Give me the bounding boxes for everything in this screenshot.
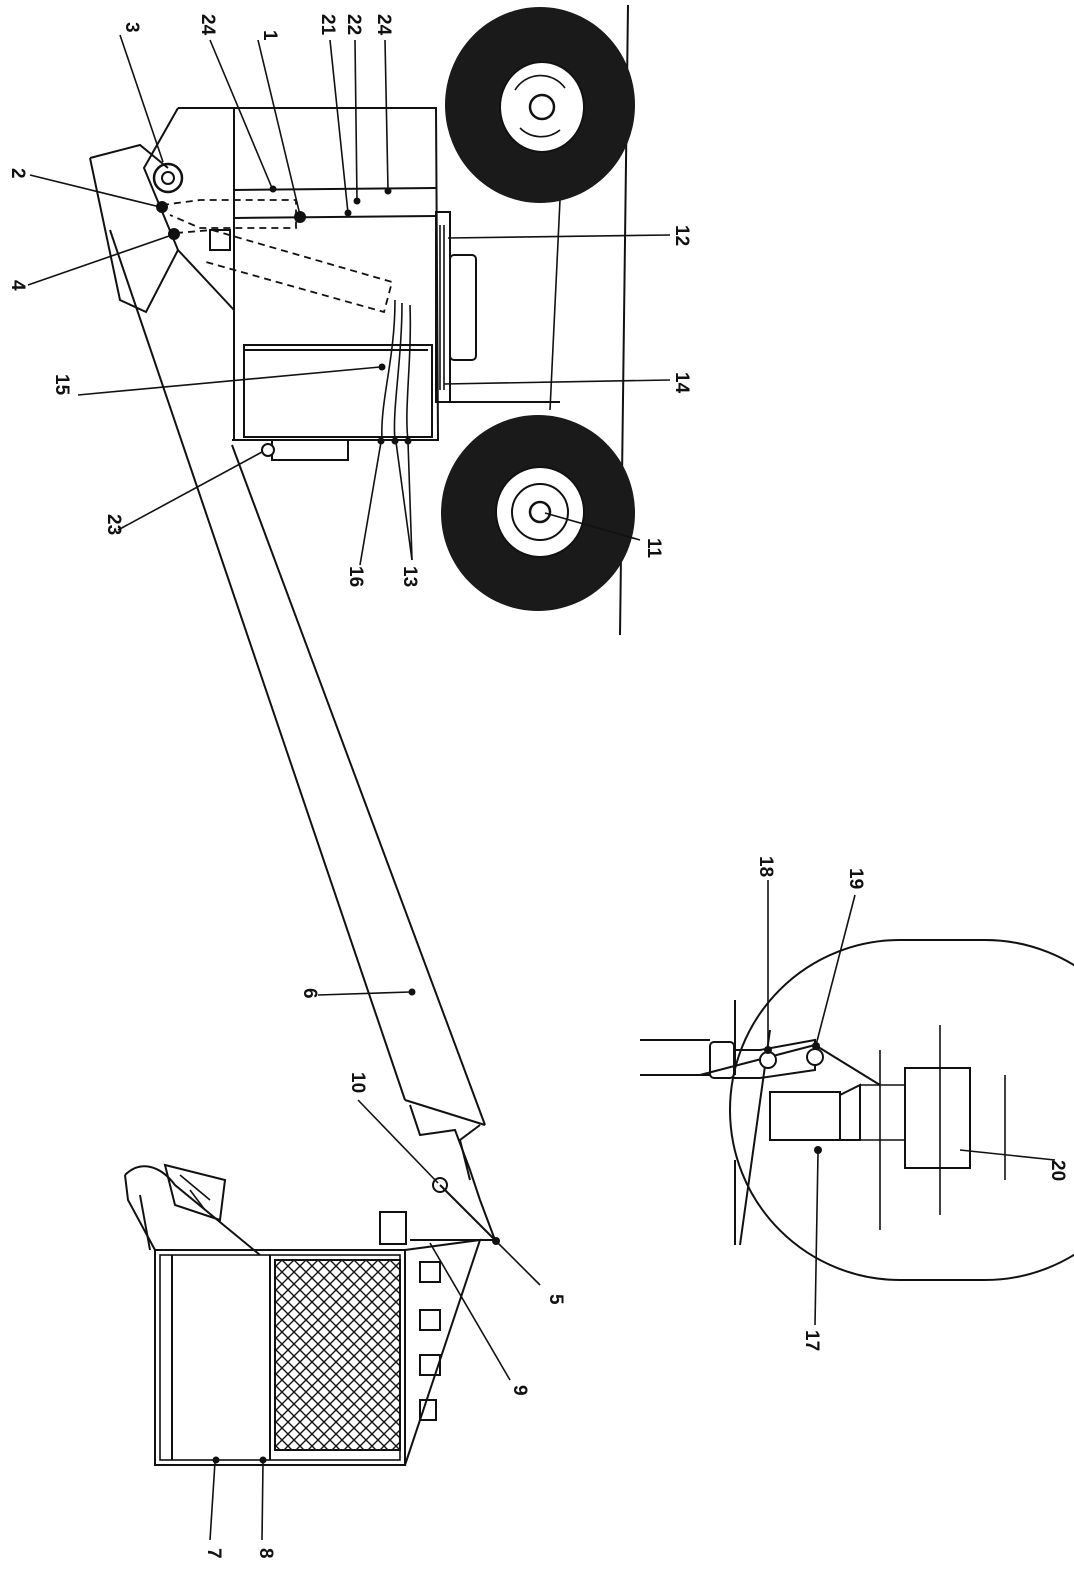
callout-14: 14 (671, 372, 692, 394)
rear-wheel (445, 7, 635, 203)
boom (89, 143, 486, 1126)
callout-4: 4 (7, 280, 28, 291)
callout-21: 21 (317, 14, 338, 36)
reservoir (271, 439, 349, 461)
callout-labels: 1 2 3 4 5 6 7 8 9 10 11 12 13 14 15 16 1… (7, 14, 1068, 1559)
callout-19: 19 (845, 868, 866, 889)
boom-tip (379, 1104, 496, 1245)
callout-3: 3 (121, 22, 142, 33)
leader-lines (27, 34, 1056, 1541)
callout-22: 22 (343, 14, 364, 35)
callout-15: 15 (51, 374, 72, 396)
callout-1: 1 (259, 30, 280, 41)
callout-10: 10 (347, 1072, 368, 1093)
callout-13: 13 (399, 566, 420, 587)
callout-12: 12 (671, 225, 692, 246)
callout-23: 23 (103, 514, 124, 535)
detail-view-jib-rotator (640, 939, 1074, 1281)
callout-20: 20 (1047, 1160, 1068, 1181)
callout-17: 17 (801, 1330, 822, 1351)
callout-16: 16 (345, 566, 366, 587)
callout-24-left: 24 (197, 14, 218, 36)
callout-6: 6 (299, 988, 320, 999)
callout-2: 2 (7, 168, 28, 179)
callout-8: 8 (255, 1548, 276, 1559)
callout-11: 11 (643, 538, 664, 559)
platform-basket (124, 1163, 482, 1466)
hoses (381, 299, 412, 441)
callout-9: 9 (509, 1385, 530, 1396)
reservoir-cap (261, 443, 275, 457)
callout-18: 18 (755, 856, 776, 877)
front-wheel (441, 415, 635, 611)
callout-7: 7 (203, 1548, 224, 1559)
callout-24-right: 24 (373, 14, 394, 36)
callout-5: 5 (545, 1294, 566, 1305)
